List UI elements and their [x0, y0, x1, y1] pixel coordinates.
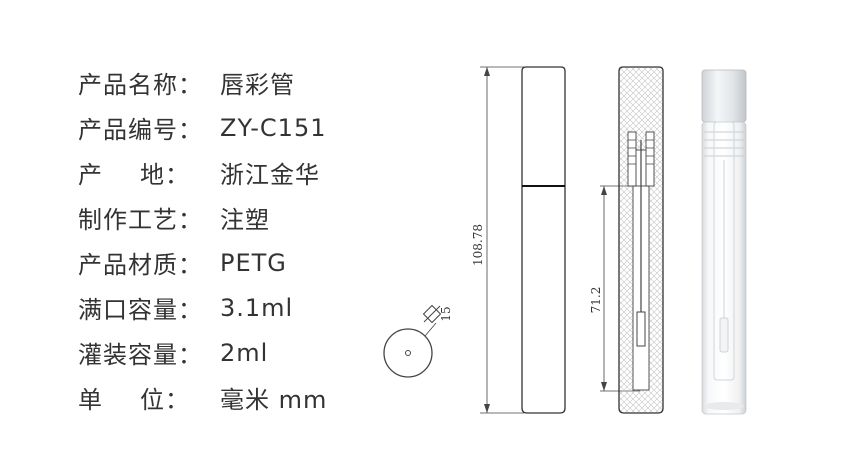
spec-label: 产品材质：	[78, 251, 203, 279]
photo-cap	[701, 69, 747, 123]
front-view	[521, 66, 566, 414]
spec-value: 浙江金华	[220, 161, 320, 189]
spec-value: 注塑	[220, 206, 270, 234]
spec-label: 产品编号：	[78, 116, 203, 144]
spec-label-part: 单	[78, 386, 103, 414]
spec-label: 产品名称：	[78, 71, 203, 99]
thread-left	[627, 131, 637, 187]
spec-row-product-name: 产品名称： 唇彩管	[78, 60, 327, 105]
section-view	[618, 66, 664, 414]
spec-row-fill-capacity: 灌装容量： 2ml	[78, 330, 327, 375]
spec-row-process: 制作工艺： 注塑	[78, 195, 327, 240]
front-view-outline	[521, 66, 566, 414]
spec-row-full-capacity: 满口容量： 3.1ml	[78, 285, 327, 330]
spec-row-product-code: 产品编号： ZY-C151	[78, 105, 327, 150]
spec-value: 2ml	[220, 338, 269, 367]
spec-label-part: 地：	[140, 161, 190, 189]
top-view: 15	[383, 304, 453, 378]
spec-label-part: 产	[78, 161, 103, 189]
spec-row-origin: 产 地： 浙江金华	[78, 150, 327, 195]
spec-value: 3.1ml	[220, 293, 294, 322]
top-view-center	[405, 350, 411, 356]
diameter-leader	[424, 322, 437, 337]
spec-value: ZY-C151	[220, 113, 327, 142]
spec-label-part: 位：	[140, 386, 190, 414]
spec-value: 唇彩管	[220, 71, 295, 99]
top-view-outline	[383, 328, 433, 378]
spec-label: 制作工艺：	[78, 206, 203, 234]
diameter-symbol	[422, 304, 442, 324]
spec-list: 产品名称： 唇彩管 产品编号： ZY-C151 产 地： 浙江金华 制作工艺： …	[78, 60, 327, 420]
spec-value: PETG	[220, 248, 287, 277]
spec-row-material: 产品材质： PETG	[78, 240, 327, 285]
photo-inner-tube	[713, 121, 735, 381]
spec-value: 毫米 mm	[220, 386, 328, 414]
spec-row-unit: 单 位： 毫米 mm	[78, 375, 327, 420]
spec-label: 产 地：	[78, 155, 190, 190]
height-label: 108.78	[471, 224, 485, 266]
height-dimension: 108.78	[471, 66, 524, 414]
spec-label: 单 位：	[78, 380, 190, 415]
product-photo	[701, 69, 747, 415]
thread-right	[645, 131, 655, 187]
spec-label: 灌装容量：	[78, 341, 203, 369]
inner-height-label: 71.2	[589, 287, 603, 314]
applicator-tip	[636, 311, 646, 347]
diameter-label: 15	[439, 306, 453, 321]
spec-label: 满口容量：	[78, 296, 203, 324]
